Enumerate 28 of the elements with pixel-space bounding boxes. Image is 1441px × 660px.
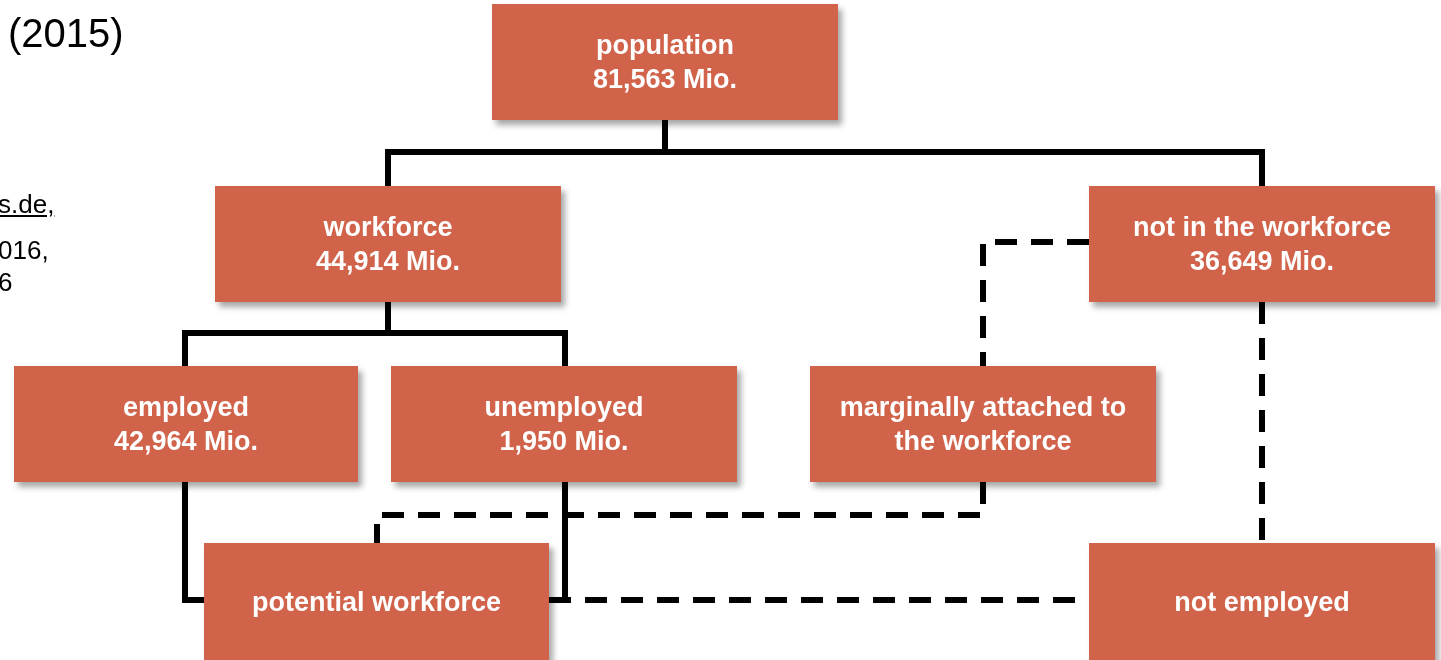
box-label: not in the workforce (1133, 211, 1391, 244)
note-text: 6 (0, 268, 13, 298)
box-label: potential workforce (251, 586, 501, 619)
category-box (810, 366, 1156, 482)
box-label: unemployed (484, 391, 644, 424)
box-label: population (596, 29, 734, 62)
box-label: marginally attached to the workforce (838, 391, 1128, 458)
connector-line (385, 302, 568, 366)
dashed-connector (374, 482, 986, 543)
category-box (1089, 186, 1435, 302)
box-label: 42,964 Mio. (113, 425, 259, 458)
dashed-connector (980, 239, 1089, 366)
category-box (215, 186, 561, 302)
connector-line (182, 482, 204, 603)
box-label: 1,950 Mio. (499, 425, 629, 458)
box-label: 44,914 Mio. (315, 245, 461, 278)
box-label: not employed (1174, 586, 1350, 619)
category-box (14, 366, 358, 482)
category-box (204, 543, 549, 660)
category-box (492, 4, 838, 120)
note-text: (2015) (8, 10, 124, 56)
dashed-connector (1259, 302, 1265, 543)
category-box (391, 366, 737, 482)
box-label: 36,649 Mio. (1189, 245, 1335, 278)
box-label: employed (122, 391, 249, 424)
category-box (1089, 543, 1435, 660)
box-label: workforce (323, 211, 453, 244)
box-label: 81,563 Mio. (592, 63, 738, 96)
